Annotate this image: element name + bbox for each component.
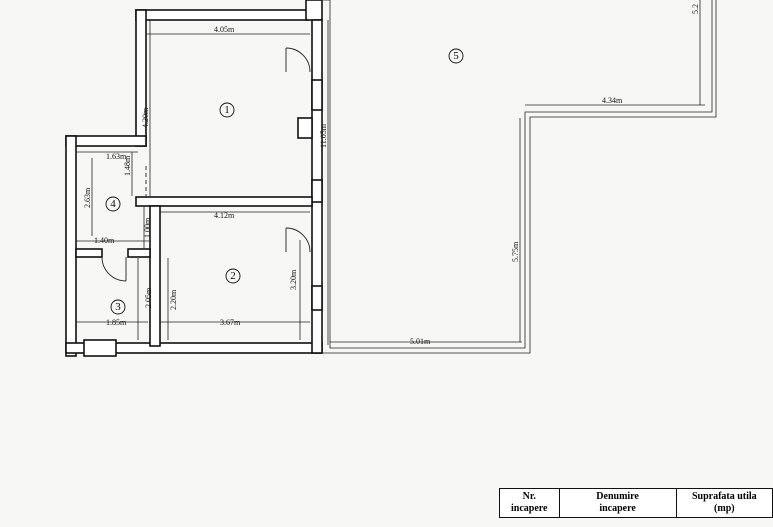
- dim-bath-height: 2.05m: [144, 287, 153, 308]
- doors: [101, 47, 311, 282]
- dim-terrace-bottom: 5.01m: [410, 337, 431, 346]
- door-arc-bath: [101, 256, 127, 282]
- room-circle: [105, 196, 121, 212]
- room-markers: 1 2 3 4 5: [105, 48, 464, 315]
- header-nr-line1: Nr.: [522, 491, 536, 502]
- door-arc-room1: [285, 47, 311, 73]
- dimension-lines: [76, 0, 705, 345]
- wall-bath-top-left: [75, 248, 103, 258]
- window-2: [311, 179, 323, 203]
- header-nr-line2: incapere: [511, 503, 548, 514]
- room-number: 2: [230, 270, 236, 282]
- dim-door-gap: 1.00m: [143, 217, 152, 238]
- room-circle: [225, 268, 241, 284]
- wall-pillar: [297, 117, 313, 139]
- dim-room1-height: 4.20m: [141, 107, 150, 128]
- dim-room2-left: 2.20m: [169, 289, 178, 310]
- header-suprafata-line2: (mp): [714, 503, 735, 514]
- dim-room2-right: 3.20m: [289, 269, 298, 290]
- room-number: 5: [453, 50, 459, 62]
- dim-terrace-edge: 5.2: [691, 4, 700, 14]
- wall-hall-room2: [149, 205, 161, 347]
- dim-hall-small: 1.48m: [123, 155, 132, 176]
- room-circle: [448, 48, 464, 64]
- dim-room2-bottom: 3.67m: [220, 318, 241, 327]
- wall-room1-room2: [135, 196, 313, 207]
- dim-hall-top: 1.63m: [106, 152, 127, 161]
- header-nr: Nr. incapere: [499, 488, 560, 518]
- terrace-outline: [322, 0, 717, 354]
- wall-hall-top: [65, 135, 147, 147]
- room-marker-5: 5: [448, 48, 464, 64]
- wall-left: [65, 135, 77, 357]
- room-number: 1: [224, 104, 230, 116]
- dim-balcony-height: 11.05m: [319, 123, 328, 148]
- room-circle: [110, 299, 126, 315]
- dim-terrace-top: 4.34m: [602, 96, 623, 105]
- window-3: [311, 285, 323, 311]
- terrace-border-outer: [322, 0, 717, 354]
- rooms-table: Nr. incapere Denumire incapere Suprafata…: [499, 488, 773, 518]
- dim-room2-top: 4.12m: [214, 211, 235, 220]
- room-circle: [219, 102, 235, 118]
- header-suprafata: Suprafata utila (mp): [675, 488, 773, 518]
- terrace-border: [322, 0, 713, 349]
- wall-notch: [83, 339, 117, 357]
- room-marker-4: 4: [105, 196, 121, 212]
- room-number: 4: [110, 198, 116, 210]
- dim-room1-width: 4.05m: [214, 25, 235, 34]
- dimension-labels: 4.05m 4.20m 11.05m 1.63m 1.48m 2.63m 4.1…: [83, 4, 700, 346]
- room-number: 3: [115, 301, 121, 313]
- walls: [65, 0, 323, 357]
- room-marker-2: 2: [225, 268, 241, 284]
- room-marker-1: 1: [219, 102, 235, 118]
- wall-bath-top-right: [127, 248, 151, 258]
- dim-hall-height: 2.63m: [83, 187, 92, 208]
- window-1: [311, 79, 323, 111]
- wall-top-right: [305, 0, 323, 21]
- room-marker-3: 3: [110, 299, 126, 315]
- header-denumire-line1: Denumire: [596, 491, 639, 502]
- header-suprafata-line1: Suprafata utila: [691, 491, 757, 502]
- dim-terrace-height: 5.75m: [511, 241, 520, 262]
- wall-top: [135, 9, 309, 21]
- header-denumire-line2: incapere: [599, 503, 636, 514]
- header-denumire: Denumire incapere: [558, 488, 677, 518]
- dim-bath-width: 1.85m: [106, 318, 127, 327]
- door-arc-room2: [285, 227, 311, 253]
- table-header-row: Nr. incapere Denumire incapere Suprafata…: [499, 488, 773, 518]
- dim-hall-bottom: 1.40m: [94, 236, 115, 245]
